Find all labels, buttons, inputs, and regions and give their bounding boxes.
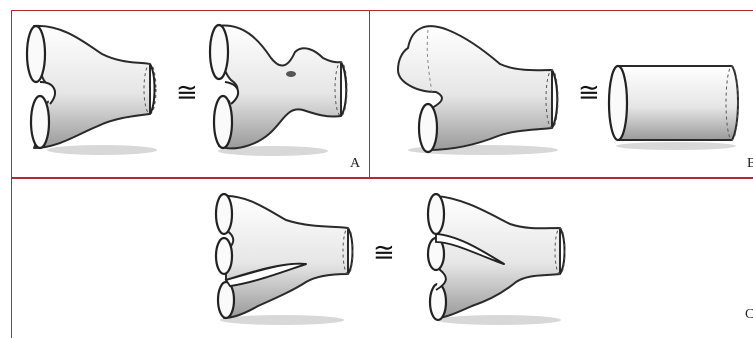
four-holed-surface-c-left — [212, 190, 360, 325]
panel-letter-b: B — [747, 156, 753, 172]
cylinder-surface-b — [606, 62, 746, 152]
panel-letter-c: C — [745, 307, 753, 323]
pants-surface-a-left — [22, 18, 162, 158]
capped-pants-surface-b — [388, 18, 563, 158]
panel-letter-a: A — [350, 156, 360, 172]
isomorphic-symbol-c: ≅ — [373, 240, 395, 266]
isomorphic-symbol-b: ≅ — [578, 80, 600, 106]
four-holed-surface-c-right — [424, 190, 572, 325]
pants-surface-a-right — [203, 18, 353, 158]
isomorphic-symbol-a: ≅ — [176, 80, 198, 106]
